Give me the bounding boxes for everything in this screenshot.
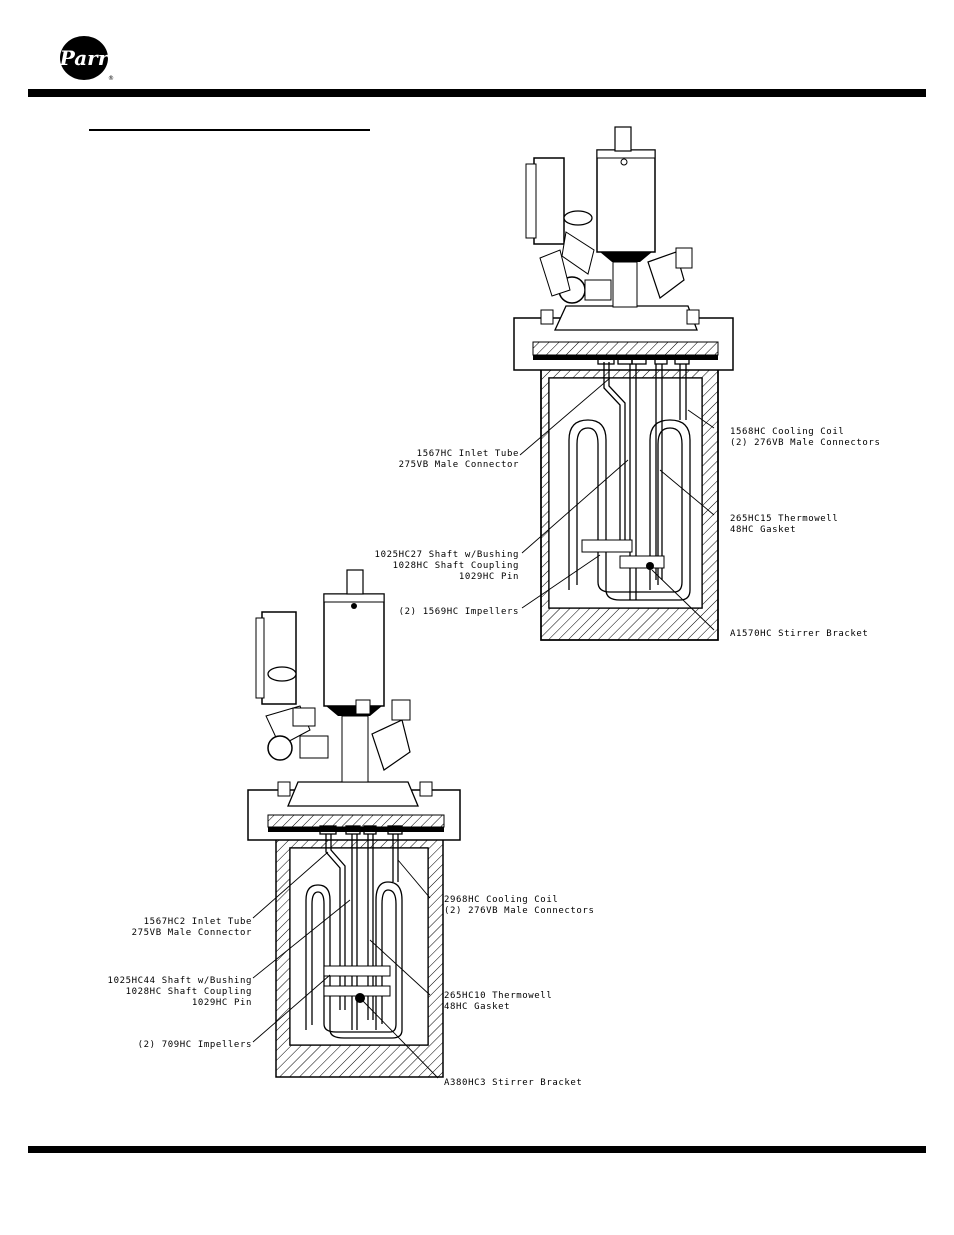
lower-labels: 1567HC2 Inlet Tube 275VB Male Connector …	[108, 895, 594, 1088]
lower-reactor	[247, 569, 461, 1078]
upper-stirrer-bracket-label: A1570HC Stirrer Bracket	[730, 629, 868, 639]
lower-shaft-label-2: 1028HC Shaft Coupling	[126, 987, 252, 997]
lower-thermowell-label-2: 48HC Gasket	[444, 1002, 510, 1012]
lower-thermowell-label-1: 265HC10 Thermowell	[444, 991, 552, 1001]
lower-shaft-label-3: 1029HC Pin	[192, 998, 252, 1008]
upper-inlet-tube-label-1: 1567HC Inlet Tube	[417, 449, 519, 459]
lower-leaders	[252, 851, 439, 1079]
upper-cooling-coil-label-1: 1568HC Cooling Coil	[730, 427, 844, 437]
lower-gauge	[261, 611, 297, 705]
lower-inlet-tube-label-1: 1567HC2 Inlet Tube	[144, 917, 252, 927]
lower-inlet-tube-label-2: 275VB Male Connector	[132, 928, 252, 938]
lower-stirrer-bracket-label: A380HC3 Stirrer Bracket	[444, 1078, 582, 1088]
logo-text: Parr	[59, 46, 110, 70]
upper-gauge	[533, 157, 565, 245]
lower-head	[287, 781, 419, 807]
registered-mark: ®	[108, 75, 114, 82]
upper-labels: 1567HC Inlet Tube 275VB Male Connector 1…	[375, 427, 880, 639]
upper-reactor	[513, 126, 734, 641]
header-rule	[28, 89, 926, 97]
upper-shaft-label-3: 1029HC Pin	[459, 572, 519, 582]
upper-motor	[596, 149, 656, 253]
upper-leaders	[519, 377, 715, 631]
parr-logo: Parr ®	[59, 36, 114, 82]
lower-cooling-coil-label-1: 2968HC Cooling Coil	[444, 895, 558, 905]
lower-impellers-label: (2) 709HC Impellers	[138, 1040, 252, 1050]
upper-cooling-coil-label-2: (2) 276VB Male Connectors	[730, 438, 880, 448]
lower-shaft-label-1: 1025HC44 Shaft w/Bushing	[108, 976, 252, 986]
upper-thermowell-label-1: 265HC15 Thermowell	[730, 514, 838, 524]
footer-rule	[28, 1146, 926, 1153]
upper-head	[553, 305, 698, 331]
upper-shaft-label-1: 1025HC27 Shaft w/Bushing	[375, 550, 519, 560]
upper-thermowell-label-2: 48HC Gasket	[730, 525, 796, 535]
upper-inlet-tube-label-2: 275VB Male Connector	[399, 460, 519, 470]
lower-cooling-coil-label-2: (2) 276VB Male Connectors	[444, 906, 594, 916]
lower-motor	[323, 593, 385, 707]
upper-impellers-label: (2) 1569HC Impellers	[399, 607, 519, 617]
heading-underline	[89, 129, 370, 131]
upper-shaft-label-2: 1028HC Shaft Coupling	[393, 561, 519, 571]
